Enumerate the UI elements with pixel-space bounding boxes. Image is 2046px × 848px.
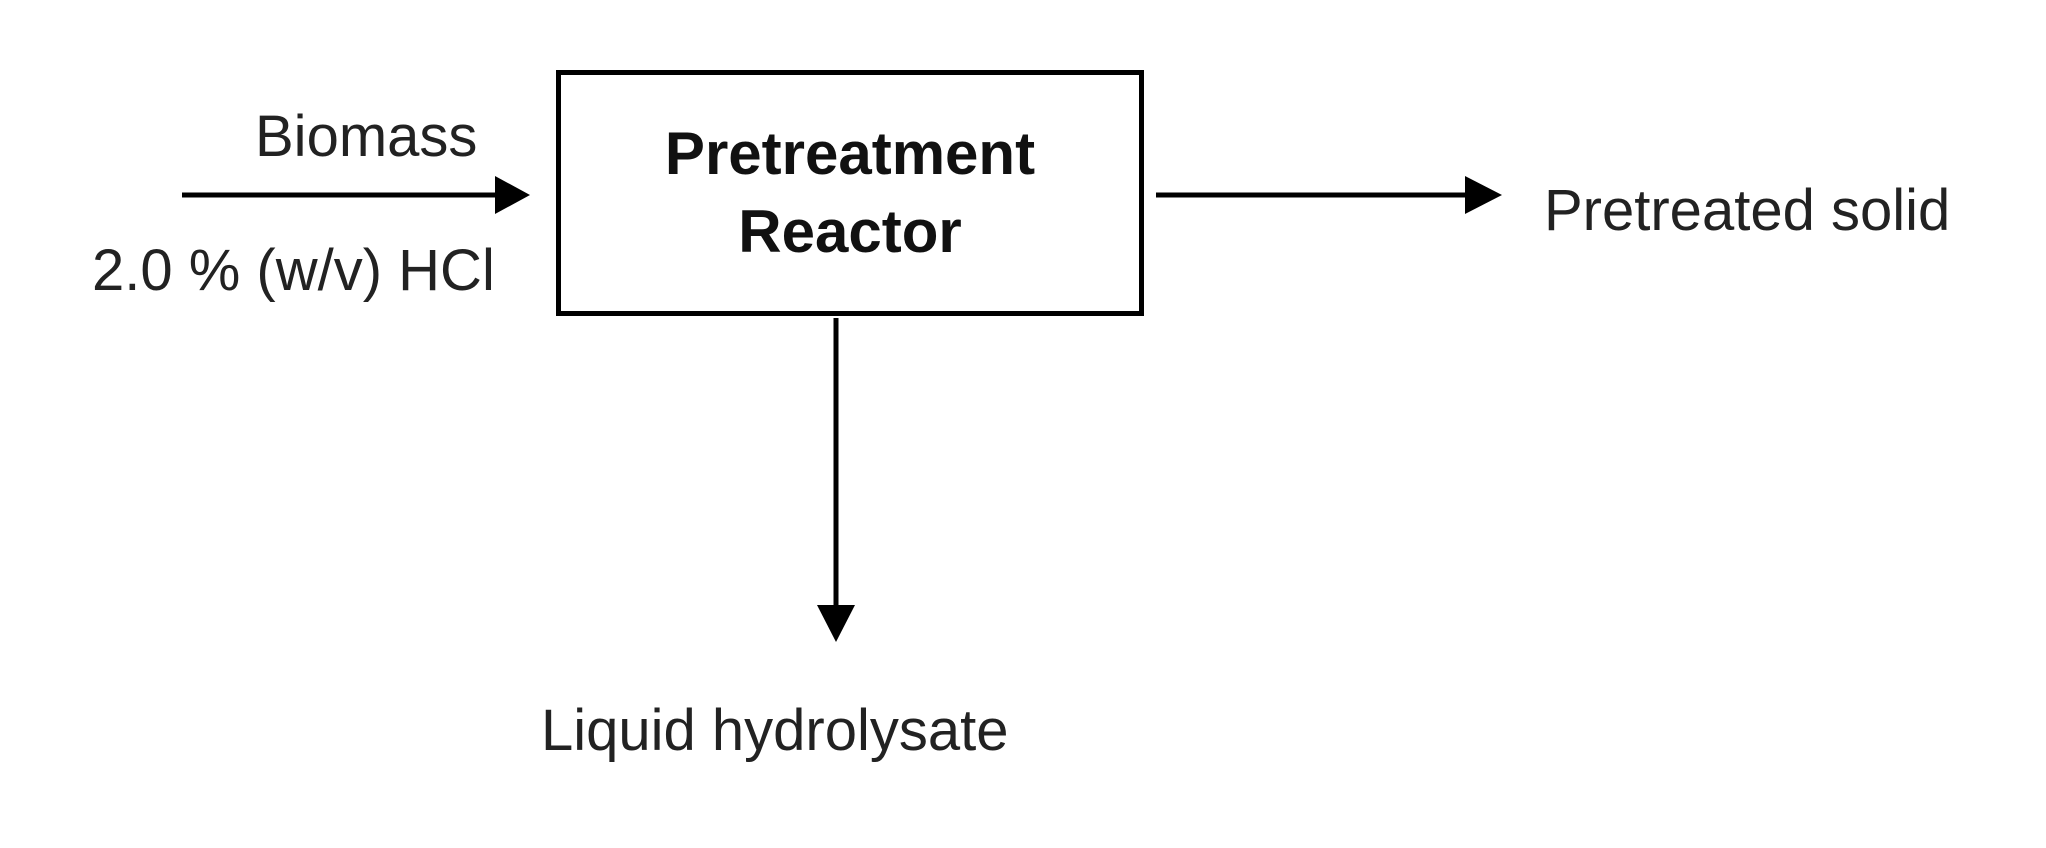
reactor-title-line2: Reactor — [738, 198, 962, 265]
reactor-title-line1: Pretreatment — [664, 120, 1036, 187]
pretreated-solid-label: Pretreated solid — [1544, 178, 1951, 243]
acid-label: 2.0 % (w/v) HCl — [92, 238, 495, 303]
pretreatment-reactor-box: Pretreatment Reactor — [556, 70, 1144, 316]
biomass-label: Biomass — [255, 104, 478, 169]
liquid-hydrolysate-label: Liquid hydrolysate — [541, 698, 1009, 763]
input-arrow — [182, 176, 530, 214]
liquid-output-arrow — [817, 318, 855, 642]
solid-output-arrow — [1156, 176, 1502, 214]
